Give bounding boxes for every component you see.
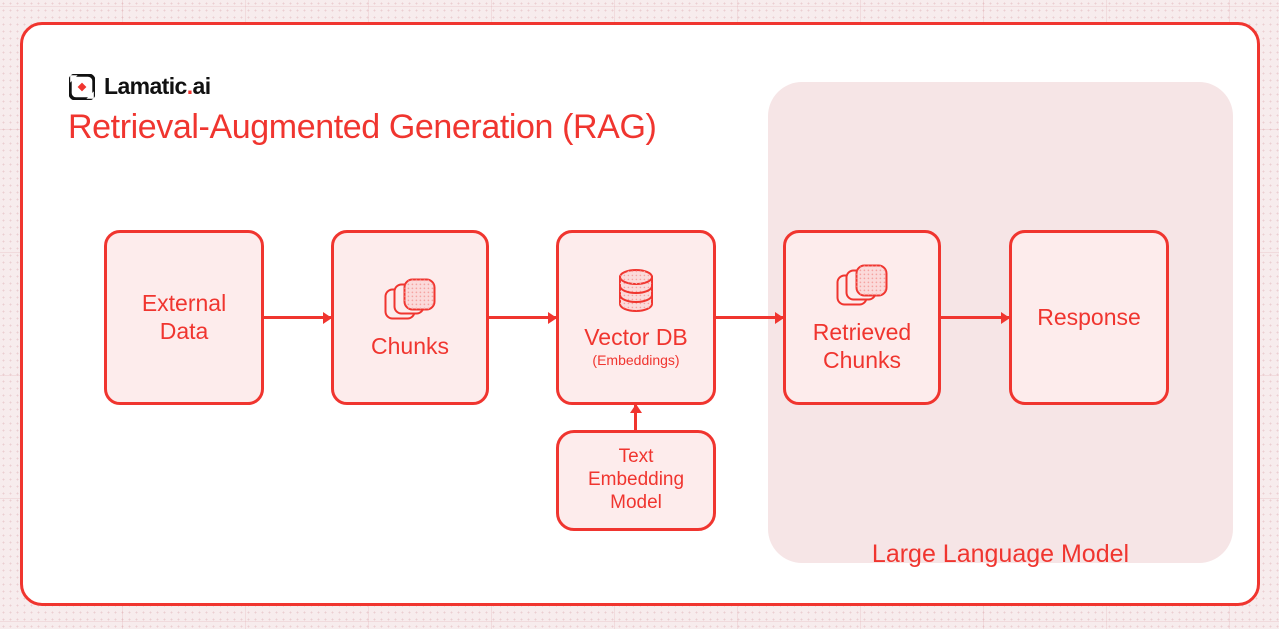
brand-name-dot: . — [186, 73, 193, 99]
arrow-vector-db-to-retrieved-chunks — [716, 316, 783, 319]
stacked-cards-icon — [384, 278, 436, 320]
brand-name-suffix: ai — [192, 73, 212, 99]
llm-group-label: Large Language Model — [871, 540, 1130, 568]
brand-name: Lamatic.ai — [104, 73, 211, 100]
node-external-data-label: External Data — [141, 289, 227, 344]
lamatic-diamond-logo-icon — [69, 73, 95, 100]
node-retrieved-chunks-label: Retrieved Chunks — [812, 318, 912, 373]
arrow-embedding-model-to-vector-db — [634, 405, 637, 430]
node-chunks-label: Chunks — [371, 332, 449, 359]
node-chunks[interactable]: Chunks — [331, 230, 489, 405]
node-vector-db-label: Vector DB — [584, 323, 688, 350]
arrow-external-data-to-chunks — [264, 316, 331, 319]
page-title: Retrieval-Augmented Generation (RAG) — [68, 108, 657, 146]
node-vector-db-sublabel: (Embeddings) — [592, 352, 680, 369]
node-external-data[interactable]: External Data — [104, 230, 264, 405]
diagram-frame: Large Language Model Lamatic.ai Retrieva… — [20, 22, 1260, 606]
node-vector-db[interactable]: Vector DB (Embeddings) — [556, 230, 716, 405]
brand-name-main: Lamatic — [104, 73, 187, 99]
node-response-label: Response — [1037, 303, 1141, 330]
stacked-cards-icon — [836, 264, 888, 306]
node-text-embedding-model-label: Text Embedding Model — [587, 446, 685, 513]
node-text-embedding-model[interactable]: Text Embedding Model — [556, 430, 716, 531]
arrow-retrieved-chunks-to-response — [941, 316, 1009, 319]
brand: Lamatic.ai — [69, 73, 211, 100]
database-cylinder-icon — [619, 268, 653, 312]
arrow-chunks-to-vector-db — [489, 316, 556, 319]
node-retrieved-chunks[interactable]: Retrieved Chunks — [783, 230, 941, 405]
node-response[interactable]: Response — [1009, 230, 1169, 405]
